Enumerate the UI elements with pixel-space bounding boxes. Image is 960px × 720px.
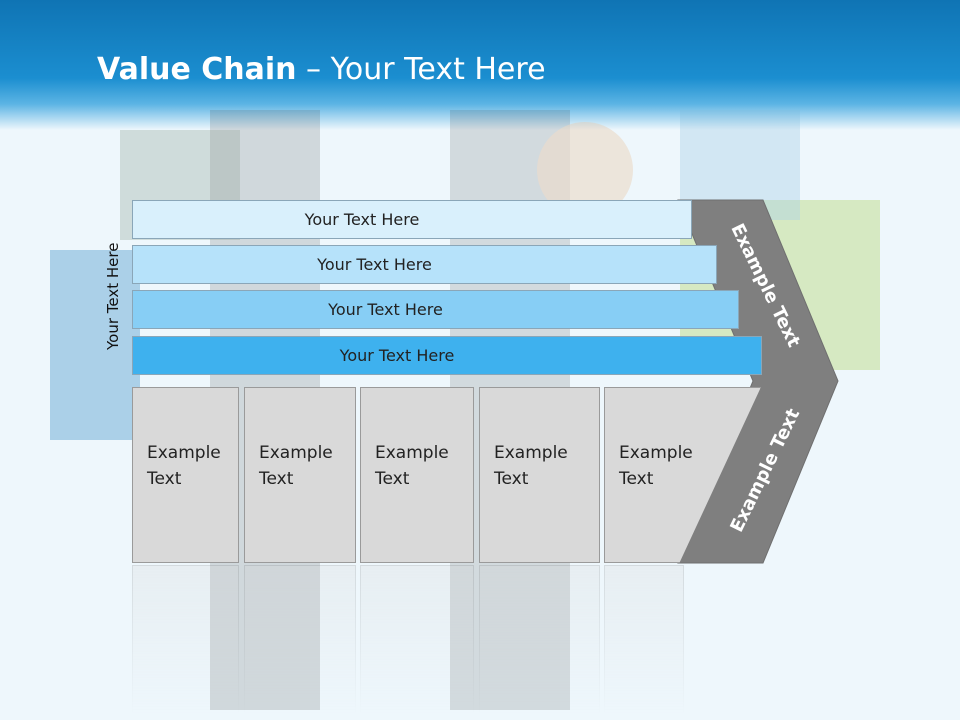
column-line1: Example [147,443,221,463]
value-row-3: Your Text Here [132,290,739,329]
column-line2: Text [494,469,529,489]
value-row-4: Your Text Here [132,336,762,375]
column-line2: Text [147,469,182,489]
value-row-2: Your Text Here [132,245,717,284]
column-line2: Text [619,469,654,489]
header-band [0,0,960,130]
column-line1: Example [619,443,693,463]
title-bold: Value Chain [97,52,297,87]
title-rest: – Your Text Here [296,52,546,87]
column-line1: Example [375,443,449,463]
row-label: Your Text Here [339,346,455,365]
column-line1: Example [494,443,568,463]
slide-title: Value Chain – Your Text Here [97,52,546,87]
row-label: Your Text Here [317,255,432,274]
column-line2: Text [375,469,410,489]
row-label: Your Text Here [328,300,443,319]
column-line2: Text [259,469,294,489]
value-row-1: Your Text Here [132,200,692,239]
column-line1: Example [259,443,333,463]
row-label: Your Text Here [304,210,420,229]
